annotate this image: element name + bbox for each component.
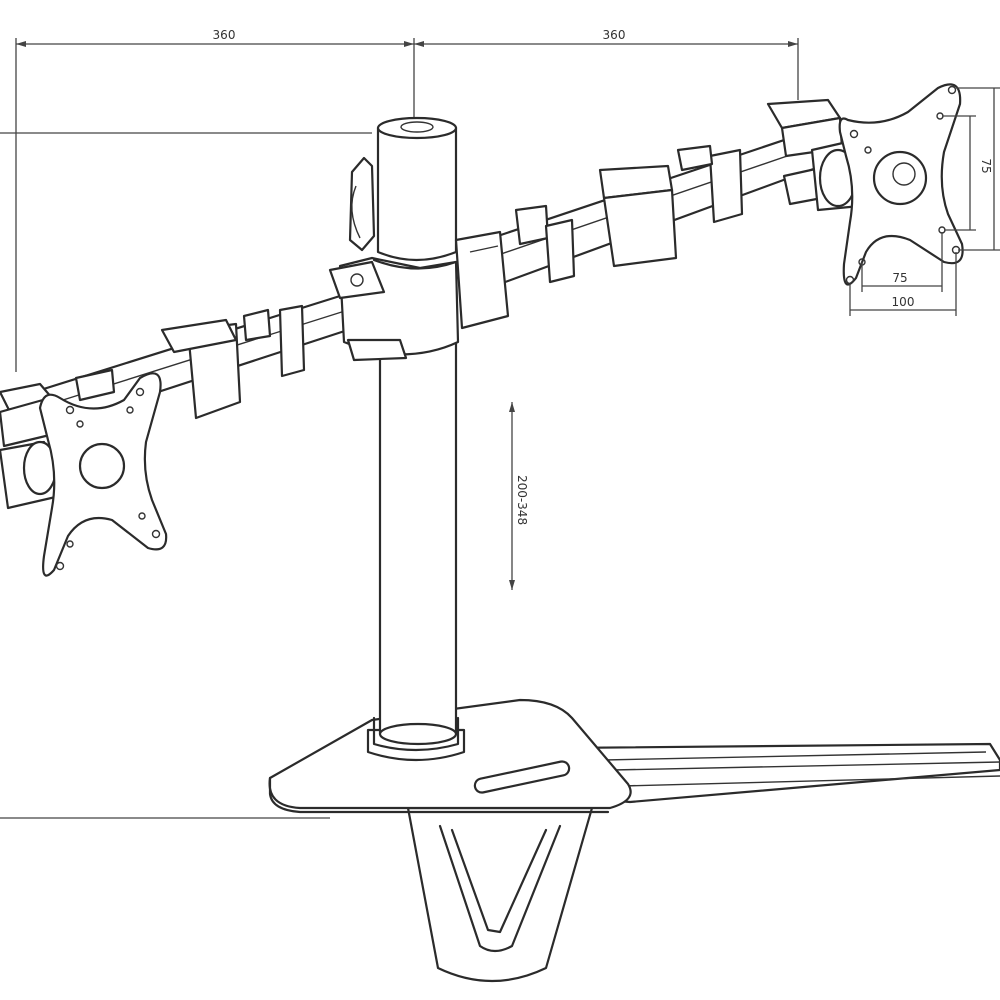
arm-collar-clamp	[328, 230, 510, 362]
vesa-large-width-label: 100	[892, 295, 915, 309]
base-leg	[406, 806, 594, 982]
pole	[366, 328, 466, 762]
cable-clip	[348, 156, 376, 252]
vesa-dimensions: 75 100 75 100	[849, 87, 1000, 316]
right-vesa-plate	[838, 83, 964, 286]
left-arm-span-label: 360	[213, 28, 236, 42]
left-arm	[0, 294, 362, 448]
left-tilt-joint	[0, 440, 62, 510]
height-range-dimension: 200-348	[509, 402, 529, 590]
right-arm-span-label: 360	[603, 28, 626, 42]
base-plate-slot	[473, 760, 571, 794]
height-adjust-range-label: 200-348	[515, 475, 529, 525]
pole-top	[376, 116, 458, 262]
vesa-small-width-label: 75	[892, 271, 907, 285]
left-vesa-plate	[38, 372, 168, 577]
vesa-small-height-label: 75	[979, 158, 993, 173]
leader-lines	[0, 132, 372, 819]
top-span-dimension: 360 360	[15, 28, 799, 372]
right-arm	[454, 98, 844, 294]
